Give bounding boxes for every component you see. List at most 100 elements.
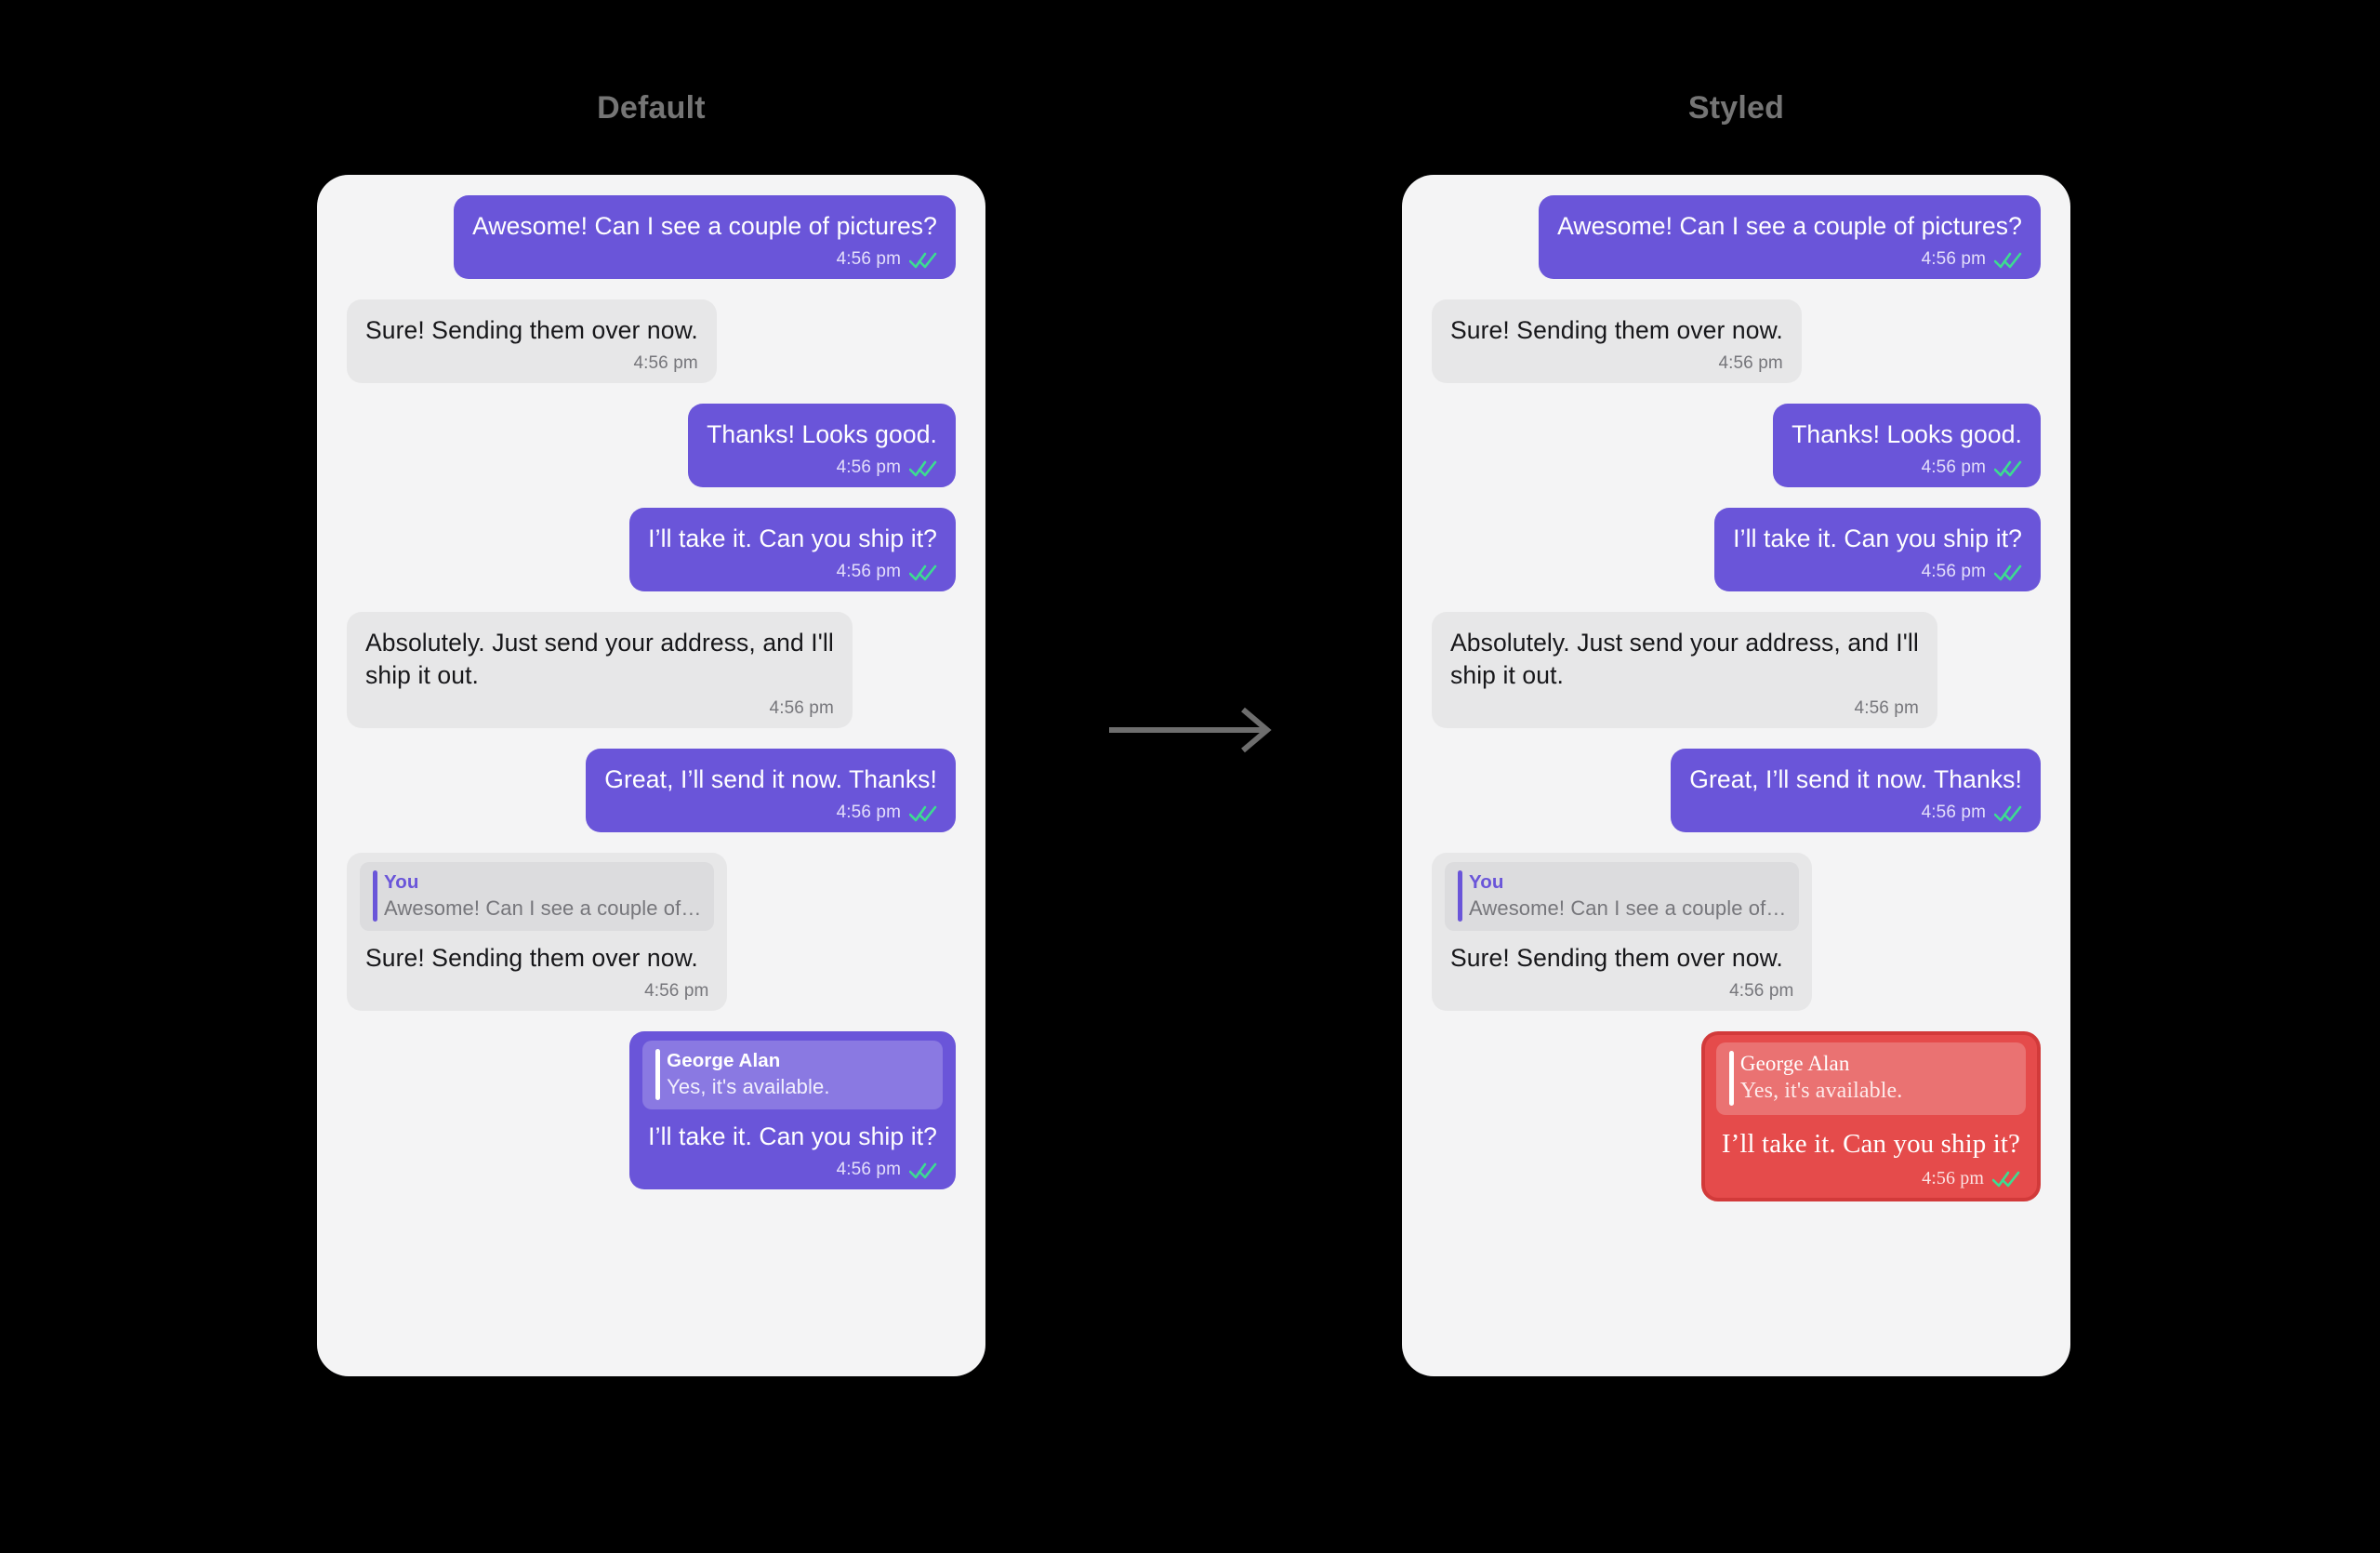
quote-accent-bar [1458, 870, 1462, 922]
message-bubble[interactable]: Absolutely. Just send your address, and … [1432, 612, 1937, 728]
message-meta: 4:56 pm [648, 1160, 937, 1180]
message-bubble[interactable]: I’ll take it. Can you ship it? 4:56 pm [1714, 508, 2041, 591]
message-row: Thanks! Looks good. 4:56 pm [1432, 404, 2041, 487]
message-timestamp: 4:56 pm [836, 562, 901, 581]
message-meta: 4:56 pm [648, 562, 937, 582]
chat-panel-default: Awesome! Can I see a couple of pictures?… [317, 175, 985, 1376]
message-text: I’ll take it. Can you ship it? [1721, 1129, 2020, 1159]
message-bubble[interactable]: Sure! Sending them over now. 4:56 pm [347, 299, 717, 383]
quote-accent-bar [373, 870, 377, 922]
message-meta: 4:56 pm [1689, 803, 2022, 823]
message-text: Sure! Sending them over now. [1450, 316, 1783, 344]
message-timestamp: 4:56 pm [1854, 698, 1919, 718]
message-timestamp: 4:56 pm [1729, 981, 1794, 1001]
double-check-icon [1994, 804, 2022, 822]
message-bubble[interactable]: Thanks! Looks good. 4:56 pm [688, 404, 956, 487]
message-bubble[interactable]: Awesome! Can I see a couple of pictures?… [454, 195, 956, 279]
message-row: Awesome! Can I see a couple of pictures?… [1432, 195, 2041, 279]
message-text: Absolutely. Just send your address, and … [365, 629, 834, 689]
quote-accent-bar [1728, 1051, 1734, 1106]
message-text: Thanks! Looks good. [707, 420, 937, 448]
message-bubble[interactable]: Thanks! Looks good. 4:56 pm [1773, 404, 2041, 487]
message-row: Great, I’ll send it now. Thanks! 4:56 pm [1432, 749, 2041, 832]
message-text: Sure! Sending them over now. [1450, 944, 1783, 972]
double-check-icon [1994, 251, 2022, 269]
message-timestamp: 4:56 pm [1718, 353, 1783, 373]
message-meta: 4:56 pm [1557, 249, 2022, 270]
message-timestamp: 4:56 pm [836, 1160, 901, 1179]
quote-preview-text: Awesome! Can I see a couple of… [1469, 896, 1787, 920]
message-text: I’ll take it. Can you ship it? [1733, 524, 2022, 552]
double-check-icon [1994, 564, 2022, 581]
message-meta: 4:56 pm [707, 458, 937, 478]
double-check-icon [909, 804, 937, 822]
message-row: Absolutely. Just send your address, and … [1432, 612, 2041, 728]
message-text: Great, I’ll send it now. Thanks! [604, 765, 937, 793]
quote-author: George Alan [667, 1050, 781, 1071]
message-text: Great, I’ll send it now. Thanks! [1689, 765, 2022, 793]
double-check-icon [909, 459, 937, 477]
message-text: I’ll take it. Can you ship it? [648, 524, 937, 552]
message-meta: 4:56 pm [604, 803, 937, 823]
message-meta: 4:56 pm [365, 981, 708, 1002]
message-meta: 4:56 pm [365, 353, 698, 374]
message-text: Awesome! Can I see a couple of pictures? [472, 212, 937, 240]
message-bubble[interactable]: Sure! Sending them over now. 4:56 pm [1432, 299, 1802, 383]
message-timestamp: 4:56 pm [836, 803, 901, 822]
column-title-default: Default [597, 90, 706, 126]
message-text: I’ll take it. Can you ship it? [648, 1122, 937, 1150]
double-check-icon [909, 251, 937, 269]
double-check-icon [1994, 459, 2022, 477]
message-meta: 4:56 pm [1450, 698, 1919, 719]
chat-panel-styled: Awesome! Can I see a couple of pictures?… [1402, 175, 2070, 1376]
message-bubble[interactable]: Great, I’ll send it now. Thanks! 4:56 pm [1671, 749, 2041, 832]
message-timestamp: 4:56 pm [1922, 1168, 1984, 1188]
message-bubble[interactable]: Awesome! Can I see a couple of pictures?… [1539, 195, 2041, 279]
message-text: Thanks! Looks good. [1792, 420, 2022, 448]
message-timestamp: 4:56 pm [1921, 458, 1986, 477]
message-bubble[interactable]: Great, I’ll send it now. Thanks! 4:56 pm [586, 749, 956, 832]
message-bubble[interactable]: I’ll take it. Can you ship it? 4:56 pm [629, 508, 956, 591]
message-text: Absolutely. Just send your address, and … [1450, 629, 1919, 689]
message-row: I’ll take it. Can you ship it? 4:56 pm [1432, 508, 2041, 591]
message-text: Sure! Sending them over now. [365, 316, 698, 344]
message-row: Great, I’ll send it now. Thanks! 4:56 pm [347, 749, 956, 832]
message-timestamp: 4:56 pm [1921, 562, 1986, 581]
quote-author: George Alan [1739, 1052, 1850, 1075]
arrow-right-icon [1102, 702, 1278, 758]
message-thread-default: Awesome! Can I see a couple of pictures?… [347, 195, 956, 1189]
message-bubble[interactable]: Absolutely. Just send your address, and … [347, 612, 853, 728]
message-timestamp: 4:56 pm [836, 249, 901, 269]
message-timestamp: 4:56 pm [1921, 803, 1986, 822]
message-meta: 4:56 pm [472, 249, 937, 270]
message-timestamp: 4:56 pm [644, 981, 709, 1001]
quote-preview-text: Yes, it's available. [667, 1075, 830, 1098]
message-row: Sure! Sending them over now. 4:56 pm [347, 299, 956, 383]
message-timestamp: 4:56 pm [769, 698, 834, 718]
message-meta: 4:56 pm [1450, 353, 1783, 374]
message-meta: 4:56 pm [1722, 1168, 2020, 1188]
message-timestamp: 4:56 pm [633, 353, 698, 373]
message-meta: 4:56 pm [1733, 562, 2022, 582]
message-meta: 4:56 pm [1792, 458, 2022, 478]
message-row: Sure! Sending them over now. 4:56 pm [1432, 299, 2041, 383]
message-text: Awesome! Can I see a couple of pictures? [1557, 212, 2022, 240]
message-row: Thanks! Looks good. 4:56 pm [347, 404, 956, 487]
